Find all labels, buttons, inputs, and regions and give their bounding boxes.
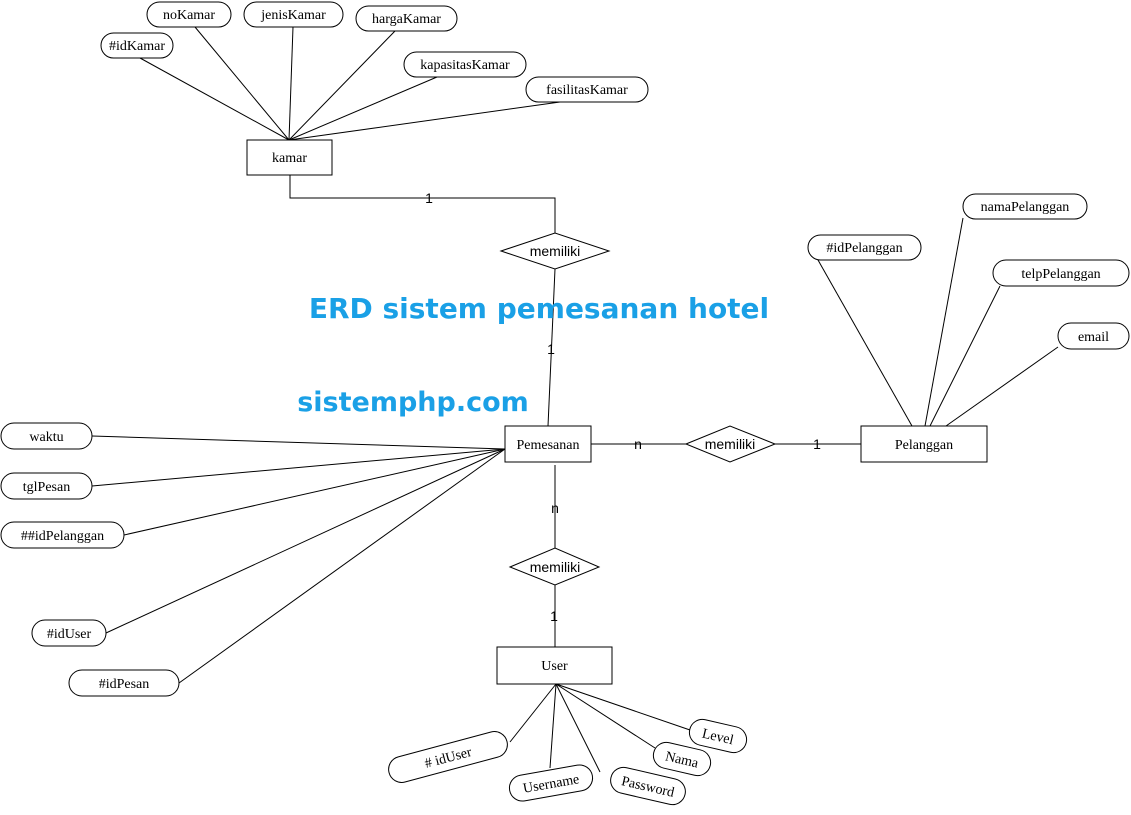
relationship-pemesanan-pelanggan[interactable]: memiliki xyxy=(684,425,777,463)
svg-text:Nama: Nama xyxy=(664,749,701,771)
svg-text:telpPelanggan: telpPelanggan xyxy=(1021,267,1100,282)
svg-text:#idPelanggan: #idPelanggan xyxy=(826,241,902,256)
cardinality-user: 1 xyxy=(550,608,558,624)
svg-text:jenisKamar: jenisKamar xyxy=(260,8,326,23)
attribute-telpPelanggan[interactable]: telpPelanggan xyxy=(992,259,1130,287)
svg-text:#idUser: #idUser xyxy=(47,627,92,642)
attribute-Username[interactable]: Username xyxy=(507,763,594,803)
attribute-kapasitasKamar[interactable]: kapasitasKamar xyxy=(403,51,527,78)
attribute-jenisKamar[interactable]: jenisKamar xyxy=(243,1,344,28)
svg-text:fasilitasKamar: fasilitasKamar xyxy=(546,83,628,98)
svg-text:waktu: waktu xyxy=(29,430,63,445)
cardinality-pemesanan-user: n xyxy=(551,500,559,516)
attribute-noKamar[interactable]: noKamar xyxy=(146,1,232,28)
entity-kamar[interactable]: kamar xyxy=(246,139,333,176)
svg-text:namaPelanggan: namaPelanggan xyxy=(981,200,1070,215)
entity-pelanggan-label: Pelanggan xyxy=(895,438,953,453)
attribute-idKamar[interactable]: #idKamar xyxy=(100,32,174,59)
attribute-fasilitasKamar[interactable]: fasilitasKamar xyxy=(525,76,649,103)
website-label: sistemphp.com xyxy=(297,387,529,418)
relationship-label: memiliki xyxy=(530,243,581,259)
relationship-kamar-pemesanan[interactable]: memiliki xyxy=(499,232,611,270)
attribute-Nama[interactable]: Nama xyxy=(651,740,713,778)
svg-text:tglPesan: tglPesan xyxy=(23,480,70,495)
kamar-attribute-lines xyxy=(139,26,561,141)
relationship-label: memiliki xyxy=(530,559,581,575)
relationship-lines xyxy=(289,175,861,647)
relationship-pemesanan-user[interactable]: memiliki xyxy=(508,547,601,586)
svg-text:noKamar: noKamar xyxy=(163,8,215,23)
attribute-namaPelanggan[interactable]: namaPelanggan xyxy=(962,193,1088,220)
svg-text:hargaKamar: hargaKamar xyxy=(372,12,441,27)
attribute-waktu[interactable]: waktu xyxy=(0,422,93,450)
entity-pemesanan-label: Pemesanan xyxy=(517,438,580,453)
entity-user-label: User xyxy=(541,659,568,674)
svg-text:Level: Level xyxy=(700,727,735,749)
user-attribute-lines xyxy=(509,683,691,773)
cardinality-pemesanan-kamar: 1 xyxy=(547,341,555,357)
attribute-idPesan[interactable]: #idPesan xyxy=(68,669,180,697)
cardinality-kamar: 1 xyxy=(425,190,433,206)
svg-text:##idPelanggan: ##idPelanggan xyxy=(21,529,104,544)
svg-text:#idKamar: #idKamar xyxy=(109,39,165,54)
pemesanan-attribute-lines xyxy=(91,435,506,684)
attribute-Level[interactable]: Level xyxy=(687,717,749,755)
diagram-title: ERD sistem pemesanan hotel xyxy=(309,292,769,325)
attribute-email[interactable]: email xyxy=(1057,322,1130,350)
attribute-Password[interactable]: Password xyxy=(608,765,688,807)
pelanggan-attribute-lines xyxy=(817,217,1059,427)
entity-pelanggan[interactable]: Pelanggan xyxy=(860,425,988,463)
entity-kamar-label: kamar xyxy=(272,151,307,166)
svg-text:#idPesan: #idPesan xyxy=(99,677,150,692)
svg-text:kapasitasKamar: kapasitasKamar xyxy=(420,58,510,73)
attribute-idUser[interactable]: # idUser xyxy=(386,729,511,786)
cardinality-pelanggan: 1 xyxy=(813,436,821,452)
attribute-idPelanggan[interactable]: #idPelanggan xyxy=(807,234,922,261)
attribute-idUser-fk[interactable]: #idUser xyxy=(31,619,107,647)
relationship-label: memiliki xyxy=(705,436,756,452)
entity-pemesanan[interactable]: Pemesanan xyxy=(504,425,592,463)
svg-text:email: email xyxy=(1078,330,1109,345)
cardinality-pemesanan-pelanggan: n xyxy=(634,436,642,452)
attribute-idPelanggan-fk[interactable]: ##idPelanggan xyxy=(0,521,125,549)
attribute-hargaKamar[interactable]: hargaKamar xyxy=(355,5,458,32)
attribute-tglPesan[interactable]: tglPesan xyxy=(0,472,93,500)
entity-user[interactable]: User xyxy=(496,646,613,685)
